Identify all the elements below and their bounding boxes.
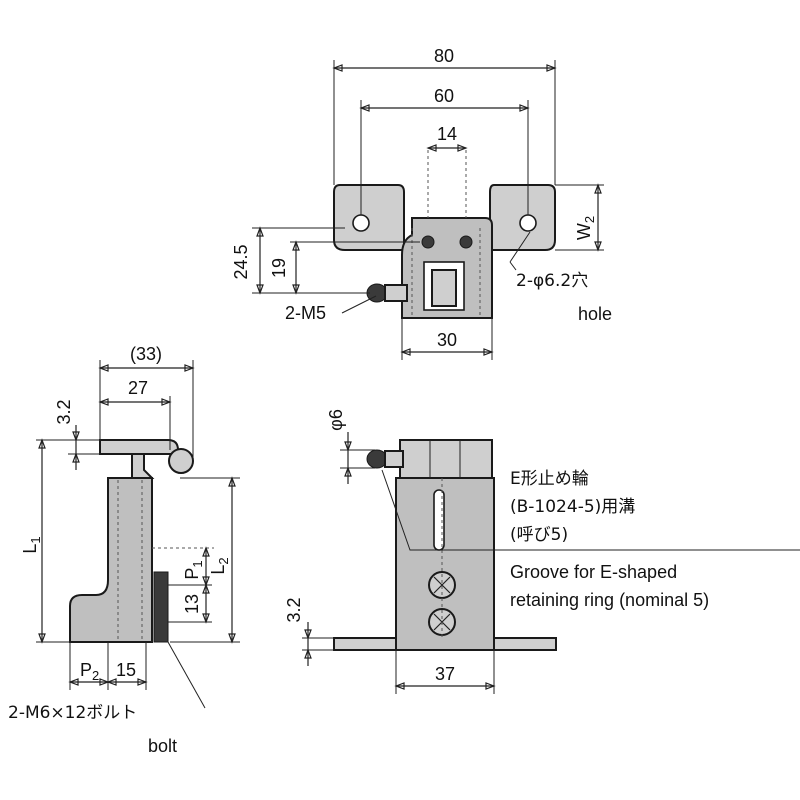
thread-hole-left [421, 235, 435, 249]
front-pin-shaft [384, 450, 404, 468]
dim-3-2-front: 3.2 [284, 597, 304, 622]
pin-shaft [384, 284, 408, 302]
callout-hole-en: hole [578, 304, 612, 324]
callout-groove-jp-2: (B-1024-5)用溝 [510, 497, 635, 517]
side-view: (33) 27 3.2 L1 L2 P1 13 [8, 344, 240, 756]
pin-end [168, 448, 194, 474]
side-arm [99, 439, 179, 455]
front-view: φ6 3.2 37 E形止め輪 (B-1024-5)用溝 (呼び5) Groov… [284, 409, 800, 694]
dim-24-5: 24.5 [231, 244, 251, 279]
dim-l1: L1 [20, 536, 43, 553]
dim-19: 19 [269, 258, 289, 278]
dim-p1: P1 [182, 560, 205, 579]
slot-inner [431, 269, 457, 307]
dim-l2: L2 [208, 557, 231, 574]
dim-phi6: φ6 [326, 409, 346, 431]
dim-14: 14 [437, 124, 457, 144]
dim-15: 15 [116, 660, 136, 680]
callout-bolt-jp: 2-M6×12ボルト [8, 703, 137, 723]
dim-60: 60 [434, 86, 454, 106]
dim-27: 27 [128, 378, 148, 398]
callout-bolt-en: bolt [148, 736, 177, 756]
dim-13: 13 [182, 594, 202, 614]
dim-37: 37 [435, 664, 455, 684]
dim-33: (33) [130, 344, 162, 364]
callout-groove-en-2: retaining ring (nominal 5) [510, 590, 709, 610]
side-body [69, 477, 153, 643]
right-mounting-hole [519, 214, 537, 232]
dim-3-2-side: 3.2 [54, 399, 74, 424]
callout-hole-jp: 2-φ6.2穴 [516, 271, 588, 291]
dim-30: 30 [437, 330, 457, 350]
left-mounting-ear [333, 184, 405, 251]
bolt-heads [153, 571, 169, 643]
left-mounting-hole [352, 214, 370, 232]
callout-groove-jp-1: E形止め輪 [510, 469, 589, 489]
callout-2-m5: 2-M5 [285, 303, 326, 323]
dim-80: 80 [434, 46, 454, 66]
arm-hook [131, 453, 155, 479]
callout-groove-en-1: Groove for E-shaped [510, 562, 677, 582]
hinge-barrel [399, 439, 493, 479]
thread-hole-right [459, 235, 473, 249]
dim-p2: P2 [80, 660, 99, 683]
dim-w2: W2 [574, 216, 597, 240]
callout-groove-jp-3: (呼び5) [510, 525, 568, 545]
top-view: 80 60 14 24.5 19 W2 30 [231, 46, 612, 360]
